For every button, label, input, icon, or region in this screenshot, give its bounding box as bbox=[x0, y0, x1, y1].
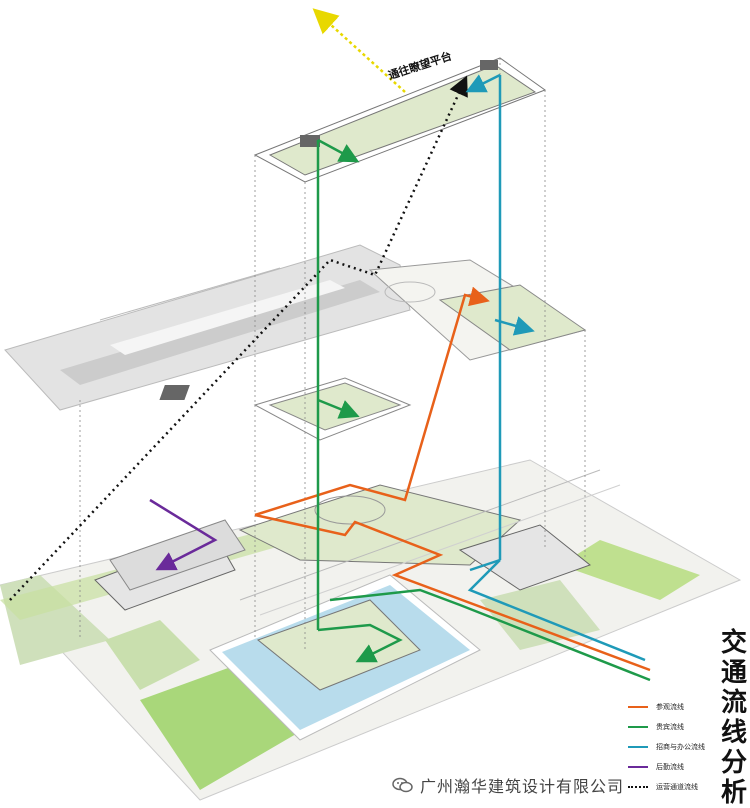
watermark-text: 广州瀚华建筑设计有限公司 bbox=[420, 773, 624, 797]
title-char: 析 bbox=[721, 778, 747, 808]
legend-label: 参观流线 bbox=[656, 702, 684, 712]
legend-item-visitors: 参观流线 bbox=[628, 697, 718, 717]
diagram-title: 交 通 流 线 分 析 bbox=[718, 628, 750, 802]
legend-swatch bbox=[628, 746, 648, 748]
legend-swatch bbox=[628, 786, 648, 788]
title-char: 流 bbox=[721, 688, 747, 718]
title-char: 交 bbox=[721, 628, 747, 658]
title-char: 线 bbox=[721, 718, 747, 748]
floor-level-2 bbox=[159, 378, 410, 440]
watermark: 广州瀚华建筑设计有限公司 bbox=[392, 773, 624, 797]
legend: 参观流线 贵宾流线 招商与办公流线 后勤流线 运营通道流线 bbox=[628, 697, 718, 797]
legend-swatch bbox=[628, 726, 648, 728]
legend-item-logistics: 后勤流线 bbox=[628, 757, 718, 777]
legend-label: 招商与办公流线 bbox=[656, 742, 705, 752]
legend-label: 运营通道流线 bbox=[656, 782, 698, 792]
legend-item-operations: 运营通道流线 bbox=[628, 777, 718, 797]
legend-item-vip: 贵宾流线 bbox=[628, 717, 718, 737]
legend-label: 贵宾流线 bbox=[656, 722, 684, 732]
wechat-icon bbox=[392, 777, 414, 793]
legend-label: 后勤流线 bbox=[656, 762, 684, 772]
title-char: 分 bbox=[721, 748, 747, 778]
legend-item-business: 招商与办公流线 bbox=[628, 737, 718, 757]
legend-swatch bbox=[628, 766, 648, 768]
title-char: 通 bbox=[721, 658, 747, 688]
legend-swatch bbox=[628, 706, 648, 708]
